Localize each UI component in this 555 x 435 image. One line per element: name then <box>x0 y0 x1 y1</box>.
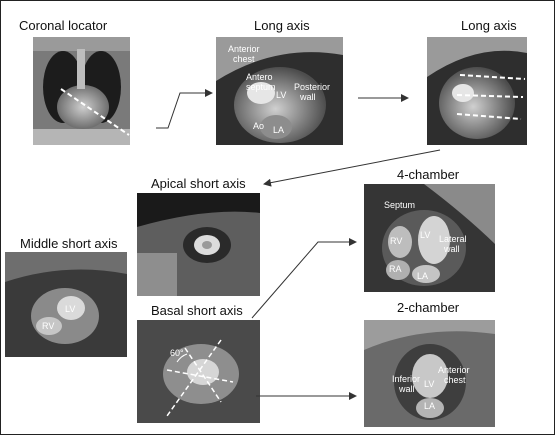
title-long-axis-2: Long axis <box>461 18 517 33</box>
label-rv: RV <box>390 236 402 246</box>
label-lv: LV <box>65 304 75 314</box>
arrow-coronal-to-long-axis <box>156 89 213 129</box>
title-long-axis-1: Long axis <box>254 18 310 33</box>
middle-short-axis-image: LV RV <box>5 252 127 357</box>
label-la: LA <box>417 271 428 281</box>
title-basal-short-axis: Basal short axis <box>151 303 243 318</box>
title-middle-short-axis: Middle short axis <box>20 236 118 251</box>
label-lv: LV <box>420 230 430 240</box>
long-axis-image-2 <box>427 37 527 145</box>
arrow-to-apical-short-axis <box>263 149 441 187</box>
coronal-locator-image <box>33 37 130 145</box>
basal-short-axis-image: 60° <box>137 320 260 423</box>
label-anteroseptum-1: Antero <box>246 72 273 82</box>
label-inferior-wall-1: Inferior <box>392 374 420 384</box>
label-ra: RA <box>389 264 402 274</box>
label-60-degrees: 60° <box>170 348 184 358</box>
label-inferior-wall-2: wall <box>398 384 415 394</box>
two-chamber-image: Inferior wall LV Anterior chest LA <box>364 320 495 427</box>
label-anterior-chest-1: Anterior <box>228 44 260 54</box>
long-axis-image-1: Anterior chest Antero septum LV Posterio… <box>216 37 343 145</box>
label-anterior-chest-1: Anterior <box>438 365 470 375</box>
label-lv: LV <box>424 379 434 389</box>
label-ao: Ao <box>253 121 264 131</box>
label-anterior-chest-2: chest <box>444 375 466 385</box>
label-anteroseptum-2: septum <box>246 82 276 92</box>
title-4-chamber: 4-chamber <box>397 167 460 182</box>
label-lateral-wall-2: wall <box>443 244 460 254</box>
label-rv: RV <box>42 321 54 331</box>
title-2-chamber: 2-chamber <box>397 300 460 315</box>
label-septum: Septum <box>384 200 415 210</box>
title-coronal-locator: Coronal locator <box>19 18 108 33</box>
label-anterior-chest-2: chest <box>233 54 255 64</box>
title-apical-short-axis: Apical short axis <box>151 176 246 191</box>
apical-short-axis-image <box>137 193 260 296</box>
label-lateral-wall-1: Lateral <box>439 234 467 244</box>
label-la: LA <box>273 125 284 135</box>
label-posterior-wall-2: wall <box>299 92 316 102</box>
label-lv: LV <box>276 90 286 100</box>
label-la: LA <box>424 401 435 411</box>
label-posterior-wall-1: Posterior <box>294 82 330 92</box>
four-chamber-image: Septum RV LV Lateral wall RA LA <box>364 184 495 292</box>
arrow-basal-to-4-chamber <box>251 238 357 319</box>
